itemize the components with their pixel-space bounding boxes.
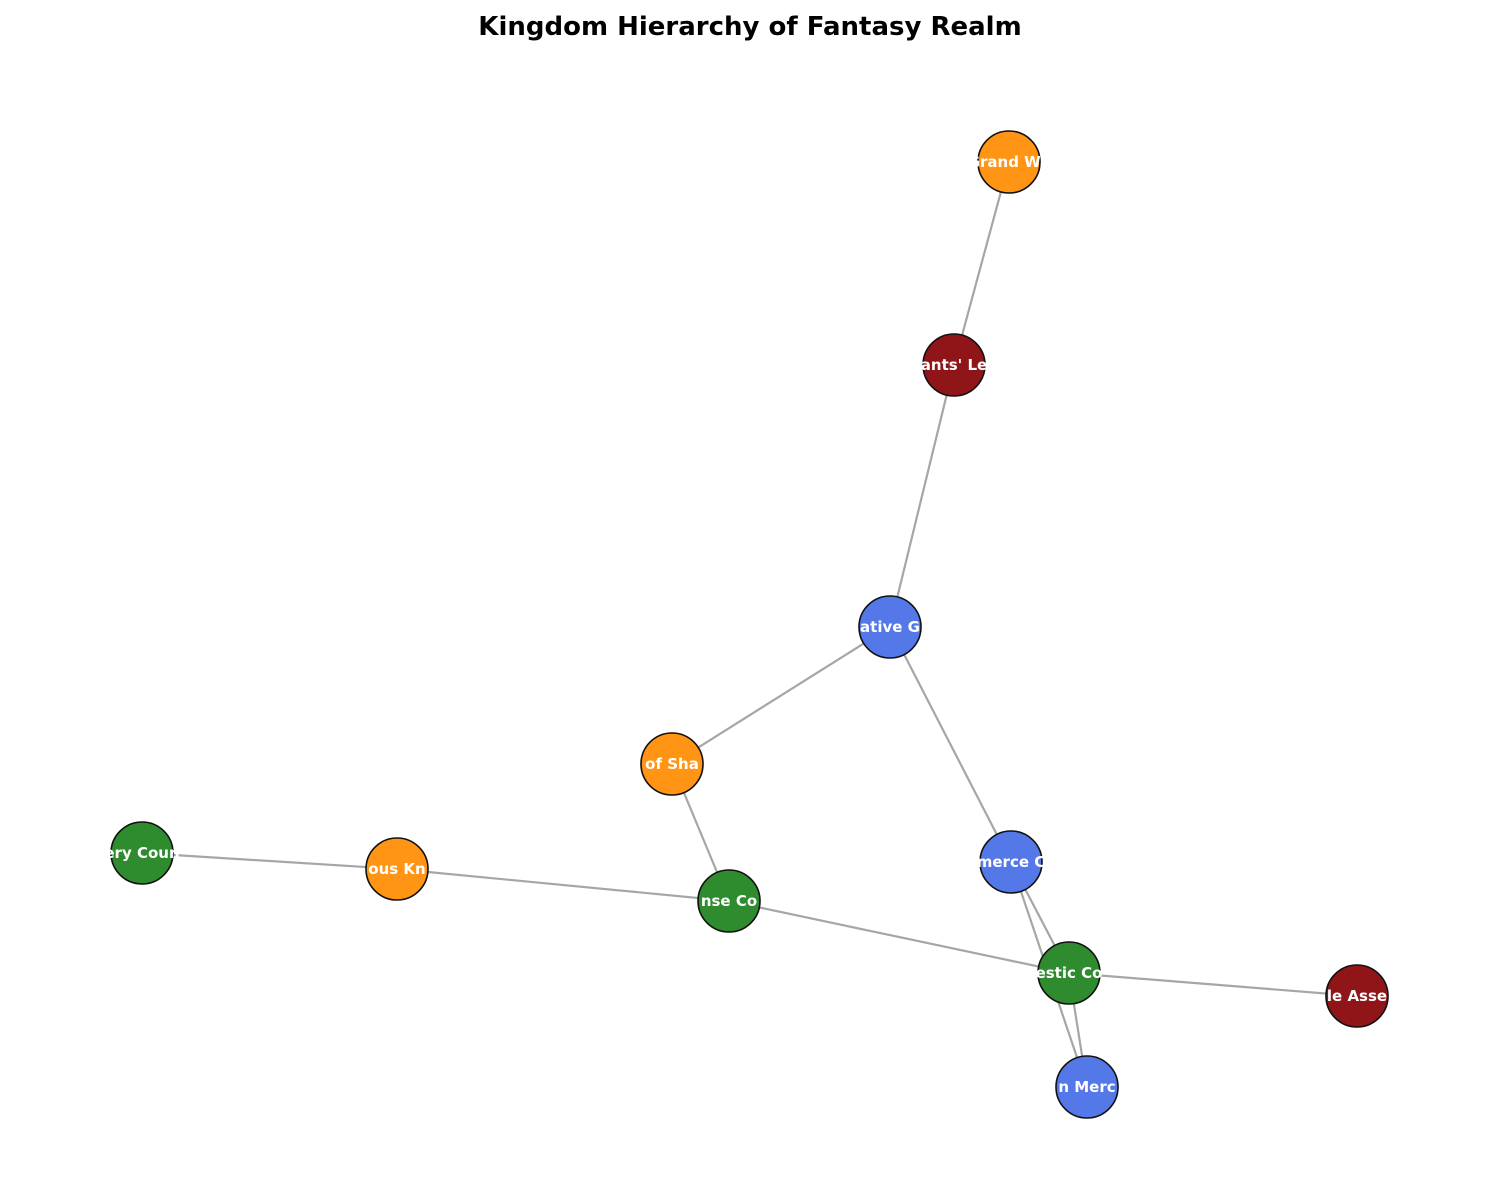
node-circle[interactable]: [977, 130, 1041, 194]
node-circle[interactable]: [640, 732, 704, 796]
node-n9[interactable]: estic Co: [1036, 941, 1103, 1005]
node-circle[interactable]: [110, 821, 174, 885]
node-n1[interactable]: Grand Wa: [968, 130, 1051, 194]
node-n11[interactable]: n Merc: [1055, 1055, 1119, 1119]
diagram-title: Kingdom Hierarchy of Fantasy Realm: [478, 12, 1022, 42]
edge-n1-n2: [952, 161, 1011, 366]
edge-n5-n6: [141, 851, 398, 871]
edge-n3-n8: [889, 626, 1012, 863]
edge-n3-n4: [671, 626, 891, 765]
edge-n7-n9: [728, 899, 1070, 975]
node-circle[interactable]: [1325, 964, 1389, 1028]
node-circle[interactable]: [922, 333, 986, 397]
node-n5[interactable]: ery Coun: [104, 821, 180, 885]
edge-n2-n3: [888, 364, 956, 628]
edges-layer: [141, 161, 1358, 1088]
node-n8[interactable]: merce C: [977, 830, 1046, 894]
node-circle[interactable]: [697, 869, 761, 933]
edge-n9-n10: [1068, 971, 1358, 998]
node-circle[interactable]: [1037, 941, 1101, 1005]
node-n3[interactable]: ative G: [858, 595, 922, 659]
node-circle[interactable]: [1055, 1055, 1119, 1119]
node-circle[interactable]: [979, 830, 1043, 894]
node-n4[interactable]: of Sha: [640, 732, 704, 796]
node-n2[interactable]: ants' Le: [921, 333, 987, 397]
edge-n6-n7: [396, 867, 730, 903]
node-n7[interactable]: nse Co: [697, 869, 761, 933]
node-n10[interactable]: le Asse: [1325, 964, 1389, 1028]
node-circle[interactable]: [365, 837, 429, 901]
node-n6[interactable]: ous Kn: [365, 837, 429, 901]
nodes-layer: Grand Wa ants' Le ative G of Sha ery Coun ous…: [104, 130, 1389, 1119]
node-circle[interactable]: [858, 595, 922, 659]
